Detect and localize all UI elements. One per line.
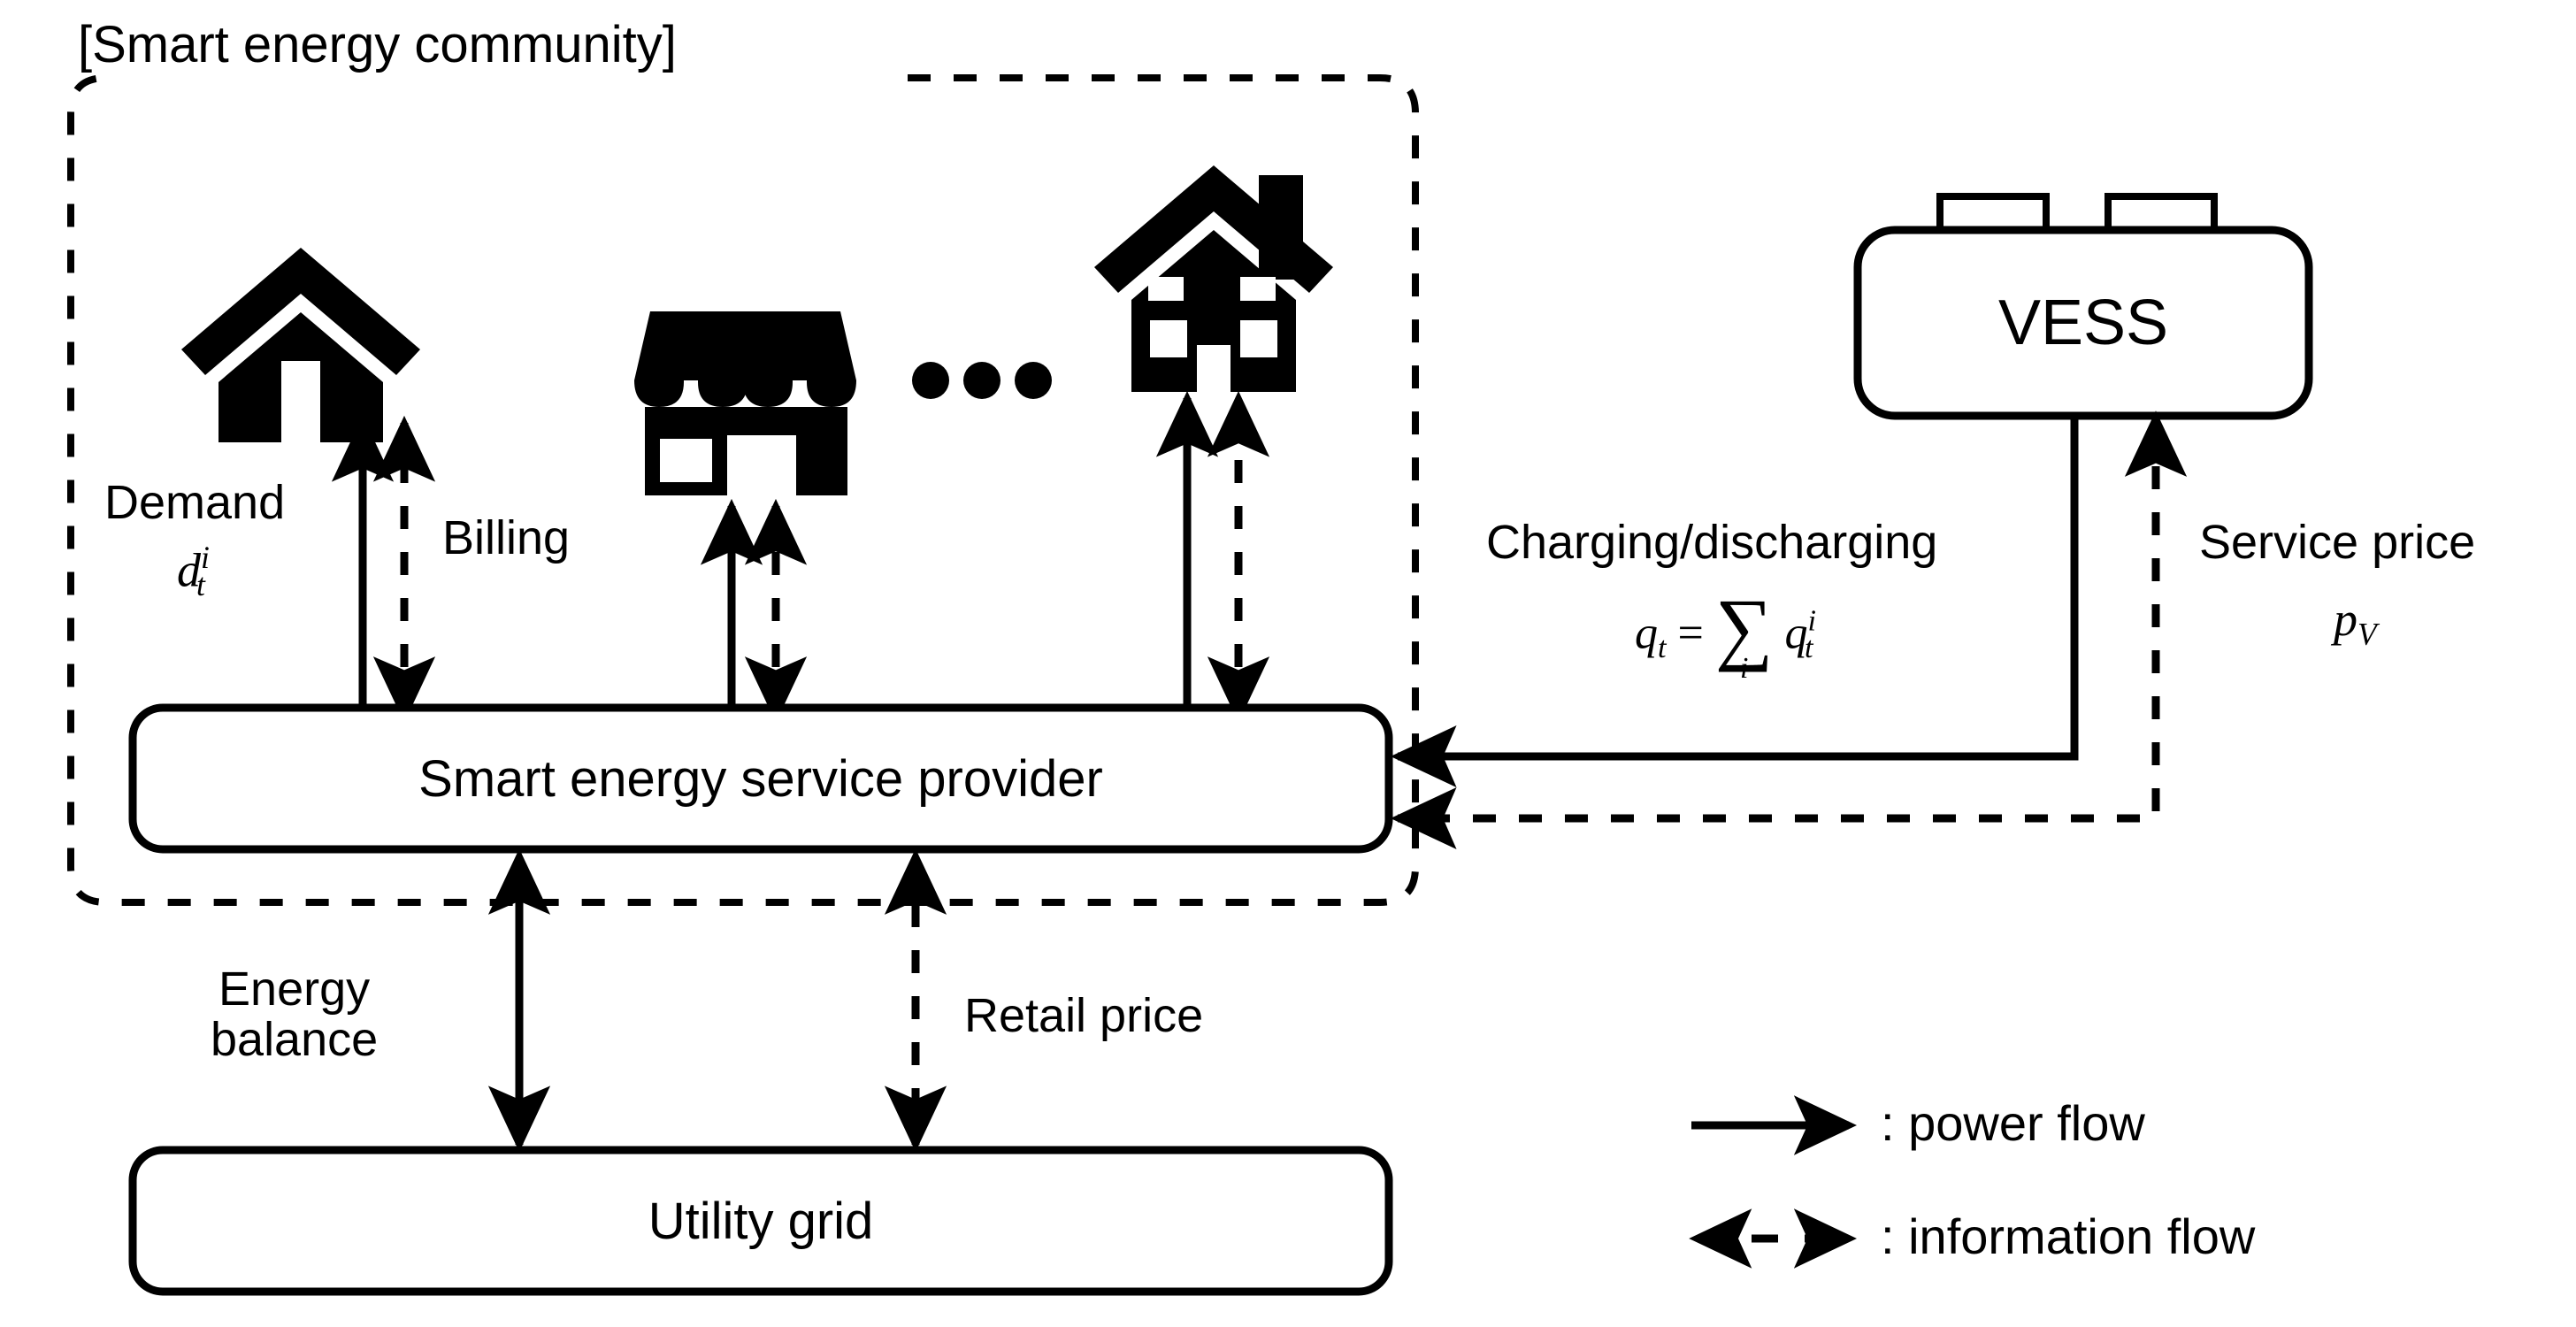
vess-battery-icon bbox=[1853, 193, 2313, 420]
store-icon bbox=[634, 311, 856, 495]
ellipsis-icon bbox=[912, 362, 1052, 399]
demand-symbol-sub: t bbox=[196, 567, 205, 603]
charging-formula: qt = ∑ i qit bbox=[1635, 582, 1817, 686]
house-icon bbox=[181, 248, 420, 442]
vess-label[interactable]: VESS bbox=[1997, 288, 2169, 358]
demand-symbol-base: d bbox=[177, 543, 201, 597]
utility-grid-label[interactable]: Utility grid bbox=[648, 1192, 874, 1250]
energy-balance-label: Energy balance bbox=[211, 963, 379, 1067]
demand-symbol: dit bbox=[177, 541, 210, 603]
charging-lhs-sub: t bbox=[1658, 630, 1667, 664]
demand-symbol-sup: i bbox=[201, 540, 210, 575]
charging-rhs-sub: t bbox=[1804, 630, 1813, 664]
community-title: [Smart energy community] bbox=[78, 16, 677, 73]
energy-balance-line2: balance bbox=[211, 1013, 379, 1067]
charging-equals: = bbox=[1677, 608, 1704, 659]
provider-box bbox=[128, 703, 1393, 854]
legend-power-flow-label: : power flow bbox=[1881, 1095, 2145, 1151]
service-price-label: Service price bbox=[2199, 516, 2476, 569]
legend-information-flow-label: : information flow bbox=[1881, 1208, 2256, 1264]
charging-lhs-base: q bbox=[1635, 608, 1658, 659]
charging-discharging-label: Charging/discharging bbox=[1486, 516, 1938, 569]
demand-label: Demand bbox=[104, 476, 286, 529]
sigma-index: i bbox=[1739, 652, 1749, 686]
community-boundary bbox=[67, 74, 1419, 906]
charging-rhs-base: q bbox=[1784, 608, 1808, 659]
house-chimney-icon bbox=[1094, 165, 1333, 392]
service-price-symbol: pV bbox=[2334, 594, 2377, 651]
service-price-symbol-sub: V bbox=[2358, 616, 2377, 652]
charging-rhs-sup: i bbox=[1807, 603, 1817, 638]
retail-price-label: Retail price bbox=[964, 989, 1204, 1042]
utility-grid-box bbox=[128, 1146, 1393, 1296]
billing-label: Billing bbox=[442, 511, 571, 564]
energy-balance-line1: Energy bbox=[218, 963, 371, 1016]
sigma-glyph: ∑ bbox=[1714, 582, 1774, 672]
summation-icon: ∑ i bbox=[1714, 582, 1774, 686]
provider-label[interactable]: Smart energy service provider bbox=[418, 749, 1103, 808]
service-price-symbol-base: p bbox=[2334, 593, 2358, 646]
